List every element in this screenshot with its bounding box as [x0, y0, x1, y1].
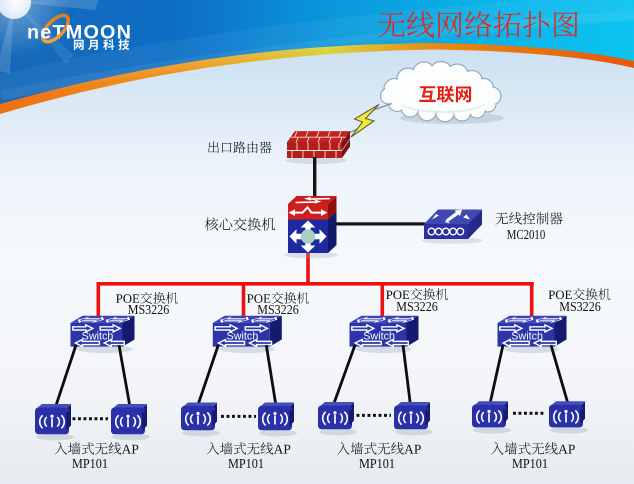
svg-text:MS3226: MS3226: [257, 302, 299, 317]
svg-text:MP101: MP101: [72, 456, 108, 471]
svg-text:MP101: MP101: [512, 456, 548, 471]
svg-text:MS3226: MS3226: [559, 299, 601, 314]
svg-text:MS3226: MS3226: [396, 299, 438, 314]
svg-text:MP101: MP101: [359, 456, 395, 471]
svg-text:MP101: MP101: [228, 456, 264, 471]
svg-text:MC2010: MC2010: [507, 227, 546, 242]
svg-text:neTMOON: neTMOON: [27, 22, 132, 44]
svg-text:Switch: Switch: [511, 330, 543, 342]
svg-text:Switch: Switch: [82, 330, 114, 342]
svg-text:MS3226: MS3226: [128, 302, 170, 317]
svg-text:Switch: Switch: [363, 330, 395, 342]
svg-text:Switch: Switch: [227, 330, 259, 342]
